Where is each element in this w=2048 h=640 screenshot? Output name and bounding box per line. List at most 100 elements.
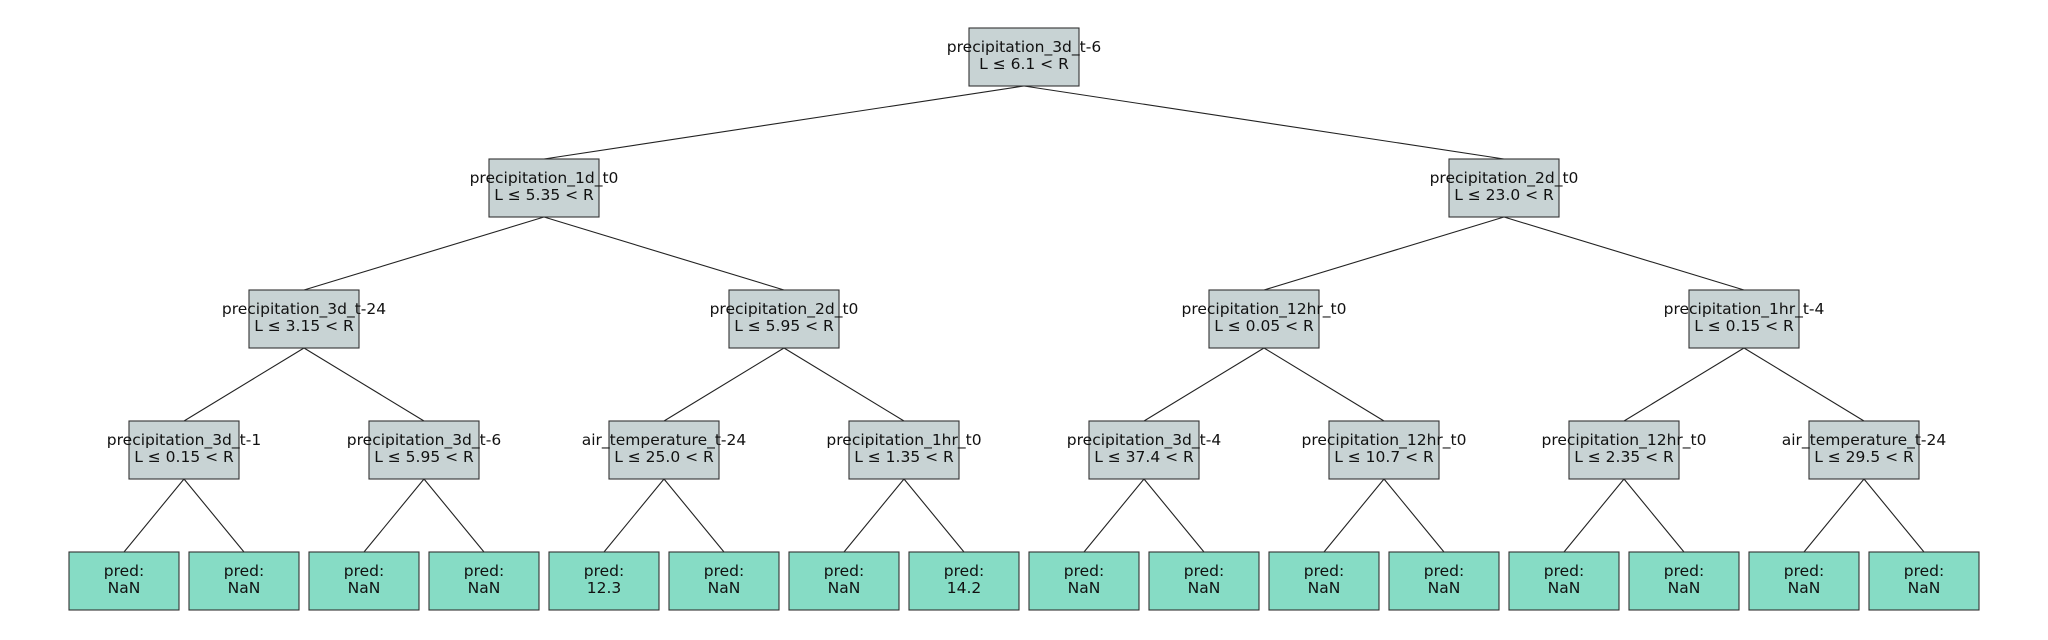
- split-node: precipitation_3d_t-6L ≤ 6.1 < R: [947, 27, 1101, 87]
- split-rule-label: L ≤ 1.35 < R: [854, 448, 954, 466]
- split-node-box: [1328, 420, 1440, 480]
- leaf-node: pred:NaN: [1868, 551, 1980, 611]
- tree-edge-right: [543, 216, 785, 291]
- leaf-node-box: [1148, 551, 1260, 611]
- leaf-pred-value: NaN: [1908, 579, 1941, 597]
- split-node-box: [1568, 420, 1680, 480]
- leaf-pred-value: NaN: [1068, 579, 1101, 597]
- leaf-pred-label: pred:: [1904, 562, 1944, 580]
- split-rule-label: L ≤ 2.35 < R: [1574, 448, 1674, 466]
- tree-edge-right: [1383, 478, 1445, 553]
- split-feature-label: precipitation_2d_t0: [710, 300, 859, 319]
- split-feature-label: precipitation_2d_t0: [1430, 169, 1579, 188]
- split-rule-label: L ≤ 6.1 < R: [979, 55, 1069, 73]
- leaf-pred-value: NaN: [828, 579, 861, 597]
- split-node: precipitation_1hr_t-4L ≤ 0.15 < R: [1664, 289, 1825, 349]
- leaf-pred-label: pred:: [944, 562, 984, 580]
- split-node: precipitation_3d_t-1L ≤ 0.15 < R: [107, 420, 261, 480]
- leaf-pred-label: pred:: [104, 562, 144, 580]
- split-node-box: [848, 420, 960, 480]
- split-node-box: [728, 289, 840, 349]
- leaf-node: pred:NaN: [1748, 551, 1860, 611]
- tree-edge-right: [1623, 478, 1685, 553]
- split-node: air_temperature_t-24L ≤ 25.0 < R: [582, 420, 746, 480]
- split-rule-label: L ≤ 5.35 < R: [494, 186, 594, 204]
- leaf-pred-label: pred:: [584, 562, 624, 580]
- split-feature-label: precipitation_12hr_t0: [1541, 431, 1706, 450]
- leaf-pred-value: NaN: [108, 579, 141, 597]
- leaf-node: pred:NaN: [1508, 551, 1620, 611]
- tree-edge-right: [1743, 347, 1865, 422]
- tree-edge-left: [1563, 478, 1625, 553]
- split-rule-label: L ≤ 0.15 < R: [1694, 317, 1794, 335]
- split-rule-label: L ≤ 10.7 < R: [1334, 448, 1434, 466]
- leaf-pred-value: NaN: [1548, 579, 1581, 597]
- split-node-box: [248, 289, 360, 349]
- split-rule-label: L ≤ 29.5 < R: [1814, 448, 1914, 466]
- leaf-pred-value: 12.3: [587, 579, 622, 597]
- tree-edge-right: [1263, 347, 1385, 422]
- leaf-node: pred:NaN: [788, 551, 900, 611]
- leaf-node-box: [1508, 551, 1620, 611]
- split-feature-label: precipitation_12hr_t0: [1301, 431, 1466, 450]
- split-rule-label: L ≤ 5.95 < R: [734, 317, 834, 335]
- leaf-node-box: [1868, 551, 1980, 611]
- leaf-pred-value: NaN: [1668, 579, 1701, 597]
- leaf-pred-label: pred:: [1664, 562, 1704, 580]
- split-node-box: [1688, 289, 1800, 349]
- tree-edge-left: [123, 478, 185, 553]
- leaf-node: pred:12.3: [548, 551, 660, 611]
- leaf-pred-value: NaN: [1188, 579, 1221, 597]
- leaf-node-box: [1388, 551, 1500, 611]
- leaf-pred-label: pred:: [704, 562, 744, 580]
- leaf-pred-value: NaN: [1308, 579, 1341, 597]
- split-rule-label: L ≤ 23.0 < R: [1454, 186, 1554, 204]
- split-feature-label: precipitation_3d_t-24: [222, 300, 386, 319]
- leaf-node-box: [1028, 551, 1140, 611]
- tree-edge-left: [1143, 347, 1265, 422]
- split-node: precipitation_1d_t0L ≤ 5.35 < R: [470, 158, 618, 218]
- tree-nodes: precipitation_3d_t-6L ≤ 6.1 < Rprecipita…: [68, 27, 1980, 611]
- split-node-box: [1808, 420, 1920, 480]
- leaf-pred-label: pred:: [344, 562, 384, 580]
- leaf-pred-label: pred:: [1544, 562, 1584, 580]
- split-rule-label: L ≤ 5.95 < R: [374, 448, 474, 466]
- split-rule-label: L ≤ 3.15 < R: [254, 317, 354, 335]
- leaf-node: pred:NaN: [188, 551, 300, 611]
- tree-edge-left: [603, 478, 665, 553]
- split-feature-label: precipitation_1hr_t-4: [1664, 300, 1825, 319]
- split-rule-label: L ≤ 37.4 < R: [1094, 448, 1194, 466]
- split-node: precipitation_3d_t-6L ≤ 5.95 < R: [347, 420, 501, 480]
- leaf-node-box: [788, 551, 900, 611]
- leaf-pred-label: pred:: [1784, 562, 1824, 580]
- leaf-node: pred:NaN: [1148, 551, 1260, 611]
- leaf-node-box: [428, 551, 540, 611]
- split-node-box: [368, 420, 480, 480]
- leaf-pred-label: pred:: [1304, 562, 1344, 580]
- leaf-pred-label: pred:: [1424, 562, 1464, 580]
- tree-edge-right: [663, 478, 725, 553]
- leaf-node-box: [188, 551, 300, 611]
- split-node: precipitation_12hr_t0L ≤ 10.7 < R: [1301, 420, 1467, 480]
- split-node: air_temperature_t-24L ≤ 29.5 < R: [1782, 420, 1946, 480]
- leaf-node-box: [1268, 551, 1380, 611]
- split-rule-label: L ≤ 0.15 < R: [134, 448, 234, 466]
- leaf-node: pred:NaN: [1028, 551, 1140, 611]
- split-node: precipitation_2d_t0L ≤ 23.0 < R: [1430, 158, 1579, 218]
- tree-edge-right: [783, 347, 905, 422]
- split-node: precipitation_1hr_t0L ≤ 1.35 < R: [826, 420, 982, 480]
- split-node: precipitation_2d_t0L ≤ 5.95 < R: [710, 289, 859, 349]
- split-node-box: [488, 158, 600, 218]
- tree-edge-left: [363, 478, 425, 553]
- tree-edge-right: [1863, 478, 1925, 553]
- tree-edge-left: [1083, 478, 1145, 553]
- leaf-pred-value: 14.2: [947, 579, 982, 597]
- tree-edge-right: [1023, 85, 1505, 160]
- tree-edge-left: [543, 85, 1025, 160]
- split-feature-label: precipitation_3d_t-6: [947, 38, 1101, 57]
- tree-edge-left: [1263, 216, 1505, 291]
- leaf-pred-label: pred:: [824, 562, 864, 580]
- tree-edge-right: [423, 478, 485, 553]
- split-node: precipitation_12hr_t0L ≤ 2.35 < R: [1541, 420, 1707, 480]
